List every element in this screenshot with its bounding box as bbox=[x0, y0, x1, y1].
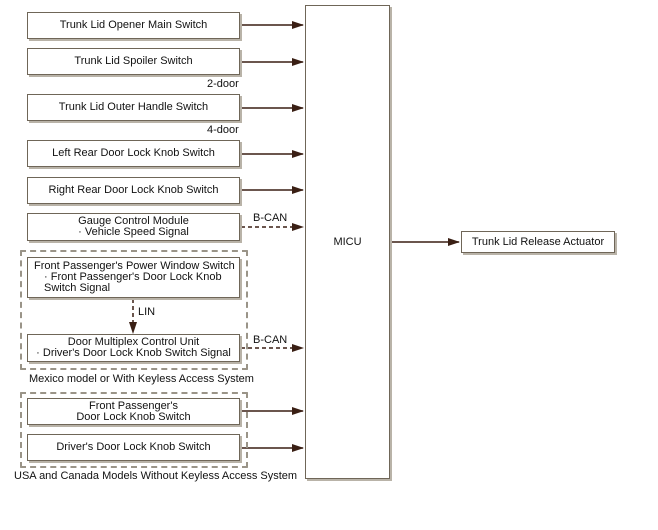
two-door-label: 2-door bbox=[207, 78, 239, 90]
fp-door-lock-switch-line2: Door Lock Knob Switch bbox=[76, 410, 191, 423]
gauge-control-module-box: Gauge Control Module · Vehicle Speed Sig… bbox=[27, 213, 240, 241]
spoiler-switch-box: Trunk Lid Spoiler Switch bbox=[27, 48, 240, 75]
driver-door-lock-switch-label: Driver's Door Lock Knob Switch bbox=[56, 441, 211, 453]
door-multiplex-unit-box: Door Multiplex Control Unit · Driver's D… bbox=[27, 334, 240, 362]
gauge-control-module-title: Gauge Control Module bbox=[78, 215, 189, 227]
fp-door-lock-switch-line1: Front Passenger's bbox=[89, 399, 178, 412]
bcan-label-door-mux: B-CAN bbox=[253, 334, 288, 346]
trunk-opener-switch-box: Trunk Lid Opener Main Switch bbox=[27, 12, 240, 39]
fp-power-window-switch-signal-cont: Switch Signal bbox=[44, 282, 111, 294]
mexico-group-outline bbox=[20, 250, 248, 370]
fp-power-window-switch-signal: · Front Passenger's Door Lock Knob bbox=[44, 271, 222, 283]
left-rear-switch-label: Left Rear Door Lock Knob Switch bbox=[52, 147, 215, 159]
gauge-control-module-signal: · Vehicle Speed Signal bbox=[78, 226, 189, 238]
mexico-group-caption: Mexico model or With Keyless Access Syst… bbox=[29, 373, 254, 385]
outer-handle-switch-label: Trunk Lid Outer Handle Switch bbox=[58, 101, 209, 113]
trunk-opener-switch-label: Trunk Lid Opener Main Switch bbox=[59, 19, 208, 31]
bcan-label-gauge: B-CAN bbox=[253, 212, 288, 224]
trunk-lid-release-actuator-box: Trunk Lid Release Actuator bbox=[461, 231, 615, 253]
right-rear-switch-label: Right Rear Door Lock Knob Switch bbox=[48, 184, 219, 196]
driver-door-lock-switch-box: Driver's Door Lock Knob Switch bbox=[27, 434, 240, 461]
usa-group-caption: USA and Canada Models Without Keyless Ac… bbox=[14, 470, 298, 482]
micu-box: MICU bbox=[305, 5, 390, 479]
fp-power-window-switch-box: Front Passenger's Power Window Switch · … bbox=[27, 257, 240, 298]
left-rear-switch-box: Left Rear Door Lock Knob Switch bbox=[27, 140, 240, 167]
door-multiplex-unit-signal: · Driver's Door Lock Knob Switch Signal bbox=[36, 347, 231, 359]
four-door-label: 4-door bbox=[207, 124, 239, 136]
spoiler-switch-label: Trunk Lid Spoiler Switch bbox=[74, 55, 193, 67]
usa-group-outline bbox=[20, 392, 248, 468]
right-rear-switch-box: Right Rear Door Lock Knob Switch bbox=[27, 177, 240, 204]
lin-label: LIN bbox=[138, 306, 156, 318]
micu-label: MICU bbox=[333, 235, 362, 248]
fp-power-window-switch-title: Front Passenger's Power Window Switch bbox=[34, 260, 235, 272]
outer-handle-switch-box: Trunk Lid Outer Handle Switch bbox=[27, 94, 240, 121]
fp-door-lock-switch-box: Front Passenger's Door Lock Knob Switch bbox=[27, 398, 240, 425]
trunk-lid-release-actuator-label: Trunk Lid Release Actuator bbox=[471, 235, 605, 248]
door-multiplex-unit-title: Door Multiplex Control Unit bbox=[67, 336, 200, 348]
